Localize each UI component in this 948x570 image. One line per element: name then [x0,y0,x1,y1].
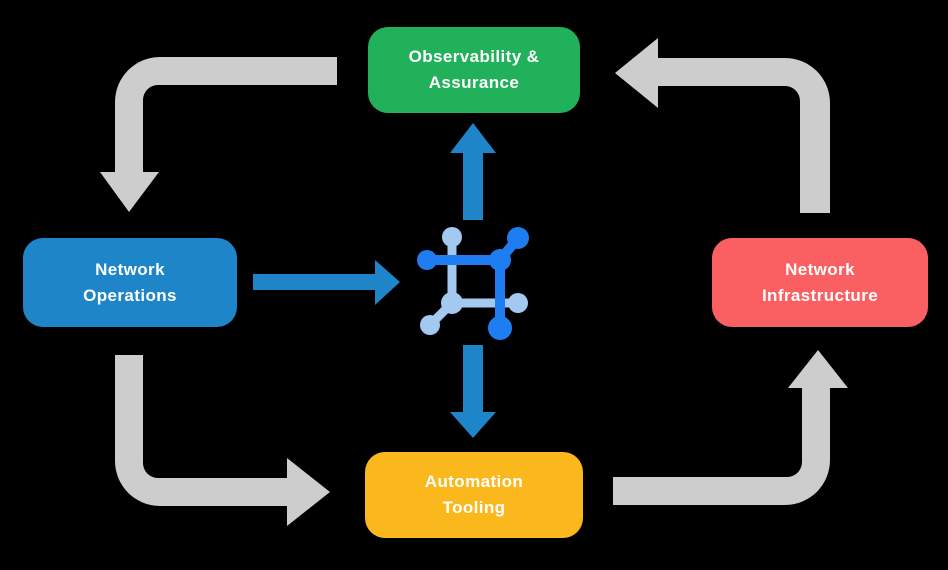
arrow-center-to-observability [450,123,496,220]
node-label-line1: Observability & [408,47,540,66]
node-label-line2: Operations [83,285,177,305]
node-label: Network Operations [83,257,177,309]
node-label-line1: Automation [424,472,524,491]
node-label-line1: Network [785,259,855,279]
arrow-center-to-automation [450,345,496,438]
icon-node [420,315,440,335]
node-network-infrastructure: Network Infrastructure [712,238,928,327]
node-label: Automation Tooling [425,469,523,521]
icon-node [441,292,463,314]
node-label: Network Infrastructure [762,257,878,309]
icon-node [417,250,437,270]
network-icon-dark-nodes [417,227,529,340]
arrow-operations-to-center [253,260,400,305]
icon-node [508,293,528,313]
node-label-line2: Infrastructure [761,285,879,305]
icon-node [442,227,462,247]
icon-node [507,227,529,249]
network-mesh-icon [417,227,529,340]
node-automation-tooling: Automation Tooling [365,452,583,538]
arrow-operations-to-automation [115,355,330,526]
arrow-automation-to-infrastructure [613,350,848,505]
arrow-infrastructure-to-observability [615,38,830,213]
node-network-operations: Network Operations [23,238,237,327]
node-label-line2: Tooling [442,498,506,517]
network-icon-light-nodes [420,227,528,335]
node-label: Observability & Assurance [409,44,540,96]
node-label-line2: Assurance [428,73,520,92]
icon-node [488,316,512,340]
node-label-line1: Network [95,259,165,279]
icon-node [489,249,511,271]
arrow-observability-to-operations [100,57,337,212]
node-observability-assurance: Observability & Assurance [368,27,580,113]
